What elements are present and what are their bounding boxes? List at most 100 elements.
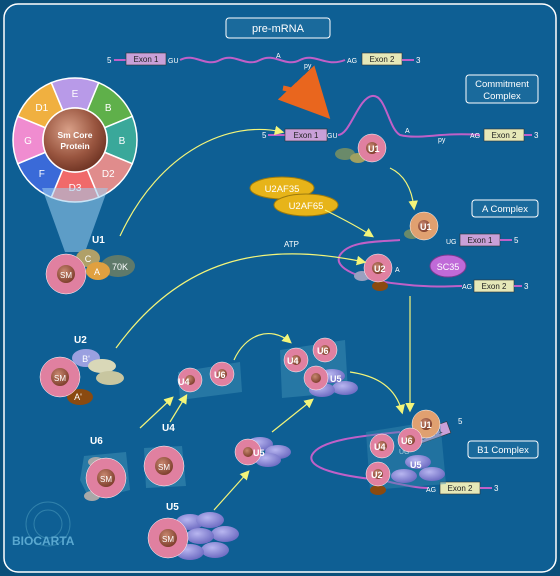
u6-label: U6 [90, 436, 103, 447]
u2af-proteins: U2AF35 U2AF65 [249, 176, 339, 217]
svg-text:A: A [405, 128, 410, 135]
arrow-u1-to-commitment [119, 125, 285, 237]
arrow-u6-to-u4u6 [139, 396, 174, 429]
svg-text:U2: U2 [371, 470, 383, 480]
u4-label: U4 [162, 423, 175, 434]
svg-text:A: A [94, 267, 100, 277]
commitment-line1: Commitment [475, 79, 529, 90]
sm-subunit-label: G [24, 136, 32, 147]
u4-u6-di-snrnp: U4 U6 [177, 361, 242, 400]
svg-text:SM: SM [158, 463, 170, 472]
svg-text:70K: 70K [112, 262, 128, 272]
a-u2-label: U2 [374, 264, 386, 274]
sm-subunit-label: F [39, 169, 45, 180]
sm-subunit-label: D1 [35, 103, 48, 114]
svg-text:Exon 2: Exon 2 [448, 484, 473, 493]
u1-label: U1 [92, 235, 105, 246]
svg-text:U6: U6 [401, 436, 413, 446]
b1-complex-box [467, 440, 539, 459]
commitment-complex: 5 Exon 1 GU A py AG Exon 2 3 U1 [262, 95, 539, 163]
svg-text:SM: SM [60, 271, 72, 280]
arrow-u2af-to-a [324, 209, 374, 238]
prerna-ag: AG [347, 58, 357, 65]
svg-text:U6: U6 [317, 346, 329, 356]
prerna-three-prime: 3 [416, 56, 421, 65]
sc35-label: SC35 [437, 262, 460, 272]
arrow-u5-to-free [213, 470, 250, 511]
svg-text:GU: GU [327, 133, 338, 140]
svg-text:U5: U5 [330, 374, 342, 384]
svg-text:Exon 1: Exon 1 [294, 131, 319, 140]
svg-text:A: A [395, 267, 400, 274]
svg-text:C: C [85, 254, 92, 264]
prerna-branch-a: A [276, 53, 281, 60]
svg-text:Exon 2: Exon 2 [492, 131, 517, 140]
svg-text:U1: U1 [420, 420, 432, 430]
u4-snrnp: U4 SM [143, 423, 186, 488]
svg-text:5: 5 [514, 236, 519, 245]
a-complex-box [471, 199, 539, 218]
svg-text:U6: U6 [214, 370, 226, 380]
prerna-exon1 [125, 52, 167, 66]
sm-subunit-label: B [119, 136, 126, 147]
svg-text:3: 3 [534, 131, 539, 140]
sm-subunit-label: E [72, 89, 79, 100]
commitment-complex-box [465, 74, 539, 104]
svg-text:SM: SM [54, 374, 66, 383]
svg-text:U4: U4 [374, 442, 386, 452]
u2af65-label: U2AF65 [289, 201, 324, 212]
svg-text:U5: U5 [253, 448, 265, 458]
svg-text:B': B' [82, 354, 90, 364]
prerna-exon1-label: Exon 1 [134, 55, 159, 64]
prerna-five-prime: 5 [107, 56, 112, 65]
b1-complex: UG Exon 1 5 AG Exon 2 3 U1 U4 U6 U5 U2 [310, 409, 499, 495]
svg-text:A': A' [74, 392, 82, 402]
svg-text:3: 3 [524, 282, 529, 291]
biocarta-logo: BIOCARTA [12, 501, 75, 548]
sm-subunit-label: B [105, 103, 112, 114]
u1-snrnp: U1 70K C A SM [45, 235, 135, 295]
svg-text:UG: UG [446, 239, 457, 246]
svg-text:Exon 1: Exon 1 [468, 236, 493, 245]
cc-u1-label: U1 [368, 144, 380, 154]
svg-text:AG: AG [426, 487, 436, 494]
svg-text:SM: SM [162, 535, 174, 544]
pre-mrna-box [225, 17, 331, 39]
svg-text:Exon 2: Exon 2 [482, 282, 507, 291]
a-complex: UG Exon 1 5 AG Exon 2 3 U1 U2 A SC35 [337, 211, 529, 293]
sm-core-wheel: EBBD2D3FGD1 Sm Core Protein [12, 77, 138, 252]
arrow-u4u6-to-tri [233, 332, 292, 361]
u4-u6-u5-tri-snrnp: U4 U6 U5 [280, 337, 358, 398]
svg-text:SM: SM [100, 475, 112, 484]
a-u1-label: U1 [420, 222, 432, 232]
svg-text:UG: UG [399, 449, 410, 456]
sm-subunit-label: D2 [102, 169, 115, 180]
commitment-line2: Complex [483, 91, 521, 102]
u5-label: U5 [166, 502, 179, 513]
atp-label: ATP [284, 240, 299, 249]
svg-text:py: py [438, 137, 446, 144]
arrow-tri-to-b1 [349, 371, 405, 415]
svg-text:U5: U5 [410, 460, 422, 470]
svg-text:AG: AG [470, 133, 480, 140]
prerna-exon2-label: Exon 2 [370, 55, 395, 64]
pathway-arrows [115, 125, 418, 511]
zoom-cone [42, 188, 108, 252]
svg-text:U4: U4 [178, 377, 190, 387]
logo-text: BIOCARTA [12, 534, 75, 548]
u6-snrnp: U6 SM [80, 436, 130, 501]
arrow-commitment-to-a [389, 167, 418, 211]
prerna-py: py [304, 63, 312, 70]
svg-text:U4: U4 [287, 356, 299, 366]
orange-progress-arrow [277, 65, 331, 119]
u2af35-label: U2AF35 [265, 184, 300, 195]
prerna-intron [179, 56, 346, 64]
u2-label: U2 [74, 335, 87, 346]
pre-mrna-label: pre-mRNA [252, 23, 305, 35]
u2-snrnp: U2 B' A' SM [39, 335, 124, 405]
svg-text:5: 5 [262, 131, 267, 140]
b1-complex-label: B1 Complex [477, 445, 529, 456]
svg-text:AG: AG [462, 284, 472, 291]
sm-core-line1: Sm Core [58, 130, 93, 140]
